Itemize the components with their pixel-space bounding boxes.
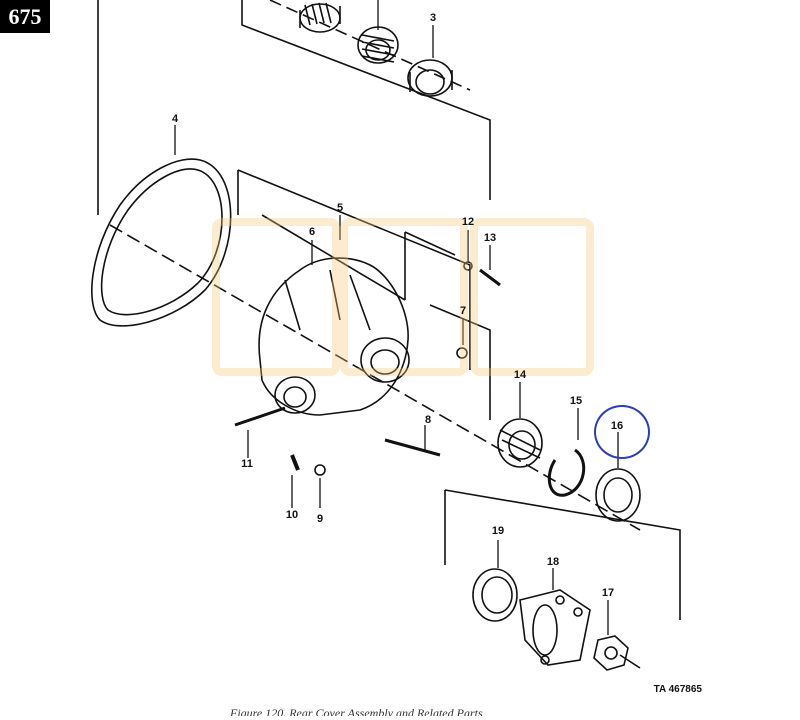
callout-3: 3 <box>429 12 437 24</box>
part-11-stud <box>234 406 286 427</box>
callout-13: 13 <box>483 232 497 244</box>
part-7-plug <box>456 347 468 359</box>
callout-7: 7 <box>459 305 467 317</box>
part-1-cup <box>299 2 341 33</box>
bracket-part12 <box>404 231 456 256</box>
callout-15: 15 <box>569 395 583 407</box>
bracket-part7 <box>429 304 491 420</box>
callout-6: 6 <box>308 226 316 238</box>
top-axis <box>269 0 471 91</box>
part-6-housing <box>258 257 410 416</box>
bracket-part5 <box>237 169 471 370</box>
part-19-shield <box>472 568 518 622</box>
page-number-badge: 675 <box>0 0 50 33</box>
part-8-bolt <box>384 438 441 457</box>
part-16-seal <box>595 468 641 522</box>
callout-14: 14 <box>513 369 527 381</box>
watermark-box-left <box>212 218 340 376</box>
callout-16: 16 <box>610 420 624 432</box>
part-15-snap-ring <box>547 448 586 497</box>
part-10-fitting <box>290 454 300 471</box>
part-9-plug <box>314 464 326 476</box>
part-2-bearing <box>357 26 399 64</box>
callout-10: 10 <box>285 509 299 521</box>
callout-4: 4 <box>171 113 179 125</box>
callout-18: 18 <box>546 556 560 568</box>
leader-bracket-top <box>241 0 491 200</box>
bracket-lower <box>444 489 681 620</box>
callout-5: 5 <box>336 202 344 214</box>
part-4-gasket <box>91 158 232 327</box>
part-17-nut <box>593 635 641 671</box>
callout-8: 8 <box>424 414 432 426</box>
figure-caption: Figure 120. Rear Cover Assembly and Rela… <box>230 706 483 716</box>
watermark-box-center <box>340 218 468 376</box>
ta-number: TA 467865 <box>653 684 702 695</box>
part-14-bearing <box>497 418 543 468</box>
callout-9: 9 <box>316 513 324 525</box>
part-13-bolt <box>479 268 501 287</box>
callout-19: 19 <box>491 525 505 537</box>
part-18-flange <box>519 589 591 666</box>
highlight-circle-part-16 <box>594 405 650 459</box>
watermark-box-right <box>470 218 594 376</box>
main-axis <box>109 224 641 531</box>
callout-12: 12 <box>461 216 475 228</box>
callout-11: 11 <box>241 458 253 470</box>
part-3-cup <box>407 59 453 97</box>
callout-17: 17 <box>601 587 615 599</box>
